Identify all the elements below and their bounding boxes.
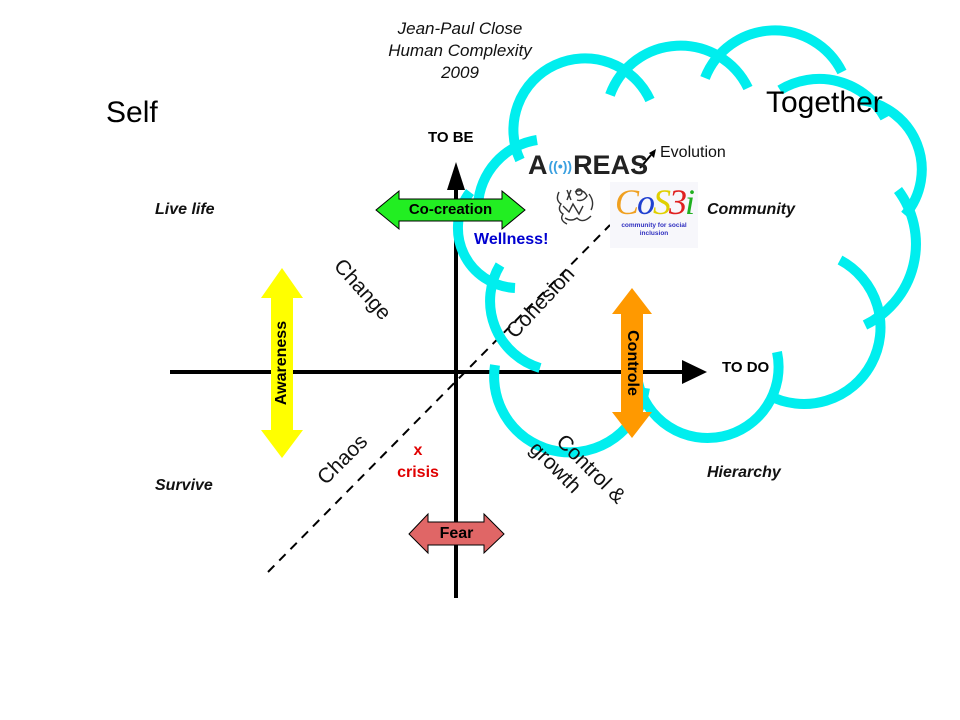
- cos3i-tagline: community for social inclusion: [610, 222, 698, 238]
- quadrant-community: Community: [707, 201, 795, 218]
- stand-up-logo-icon: [556, 188, 594, 225]
- awareness-label: Awareness: [273, 320, 290, 406]
- diagram-subtitle: Human Complexity: [388, 41, 532, 60]
- to-be-arrowhead: [447, 162, 465, 190]
- stand-up-logo: [553, 186, 599, 228]
- fear-label: Fear: [439, 525, 474, 542]
- co-creation-label: Co-creation: [408, 201, 493, 218]
- co-creation-arrow: [375, 189, 526, 231]
- evolution-arrowhead: [649, 149, 656, 158]
- diagonal-dashed-line: [267, 224, 611, 573]
- controle-arrow: [612, 288, 652, 438]
- crisis-marker: x crisis: [390, 440, 446, 484]
- crisis-label: crisis: [397, 464, 439, 481]
- crisis-x: x: [413, 442, 423, 459]
- to-do-arrowhead: [682, 360, 707, 384]
- diagram-year: 2009: [441, 63, 479, 82]
- quadrant-live-life: Live life: [155, 201, 215, 218]
- cos3i-logo: CoS3i community for social inclusion: [610, 182, 698, 248]
- author-name: Jean-Paul Close: [397, 19, 523, 38]
- awareness-arrow: [261, 268, 303, 458]
- fear-arrow: [408, 512, 505, 555]
- to-do-label: TO DO: [722, 359, 770, 376]
- evolution-label: Evolution: [660, 144, 726, 161]
- areas-logo-prefix: A: [528, 150, 548, 180]
- areas-logo-suffix: REAS: [573, 150, 649, 180]
- wellness-label: Wellness!: [474, 231, 549, 248]
- quadrant-hierarchy: Hierarchy: [707, 464, 781, 481]
- evolution-arrow: [639, 154, 652, 169]
- to-be-label: TO BE: [428, 129, 474, 146]
- together-label: Together: [766, 86, 883, 119]
- quadrant-survive: Survive: [155, 477, 213, 494]
- cos3i-tagline-line1: community for social: [621, 222, 687, 229]
- wifi-signal-icon: ((•)): [548, 157, 573, 174]
- areas-logo: A ((•)) REAS: [528, 150, 648, 181]
- controle-label: Controle: [624, 330, 641, 396]
- cos3i-tagline-line2: inclusion: [639, 230, 669, 237]
- cos3i-wordmark: CoS3i: [614, 182, 695, 222]
- author-block: Jean-Paul Close Human Complexity 2009: [360, 18, 560, 84]
- together-cloud: [452, 25, 927, 458]
- self-label: Self: [106, 96, 158, 129]
